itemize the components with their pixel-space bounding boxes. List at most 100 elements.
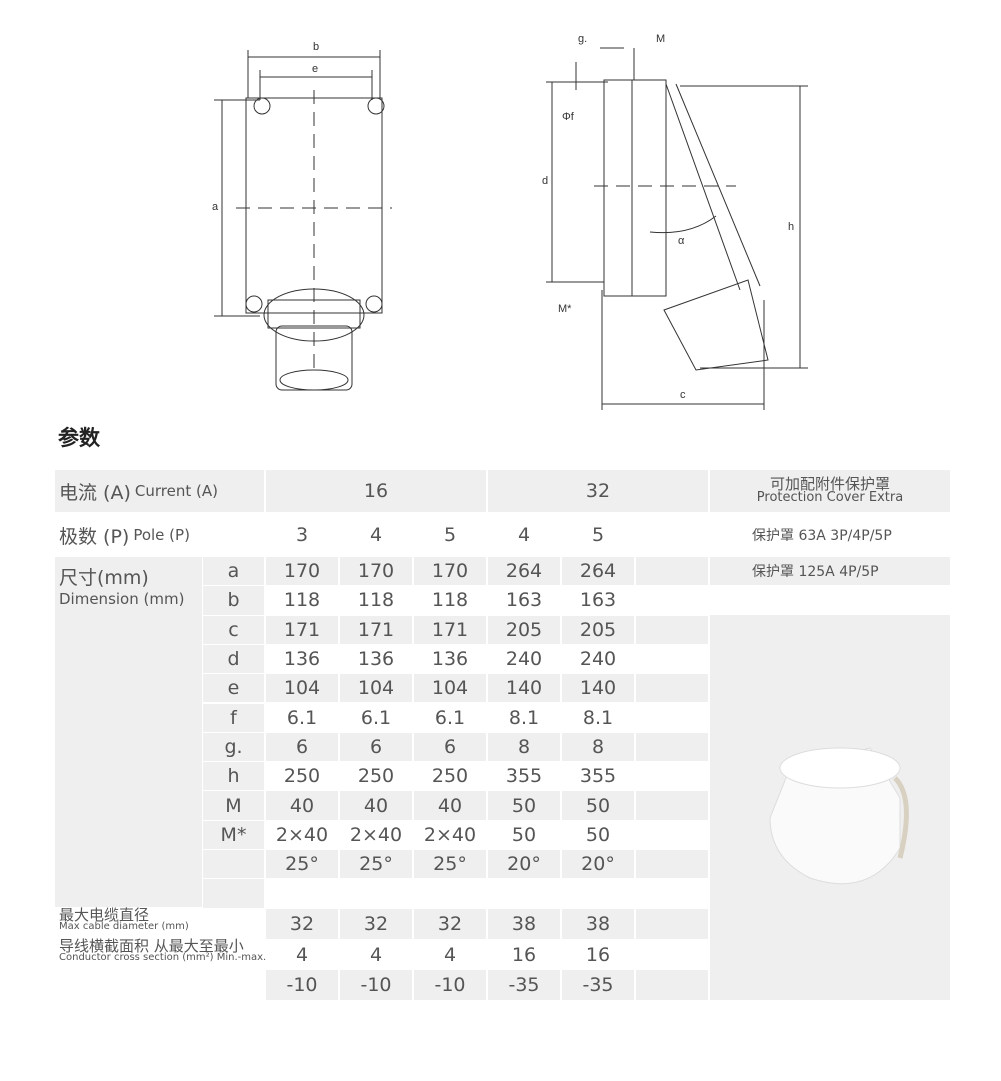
conductor-min-value: -10 — [340, 970, 412, 1000]
cable-empty — [636, 909, 708, 939]
row-key: e — [203, 674, 264, 703]
row-value: 50 — [488, 791, 560, 820]
row-value: 240 — [505, 648, 543, 671]
dimension-en: Dimension (mm) — [59, 590, 185, 608]
row-value — [266, 879, 338, 907]
row-value: 50 — [585, 823, 611, 846]
current-label: 电流 (A)Current (A) — [55, 470, 264, 512]
conductor-cn: 导线横截面积 从最大至最小 — [59, 937, 244, 955]
label-e: e — [312, 63, 318, 75]
row-key: a — [203, 557, 264, 586]
row-value: 50 — [511, 823, 537, 846]
row-value: 25° — [414, 850, 486, 879]
conductor-max-value: 4 — [369, 944, 383, 966]
row-empty — [636, 879, 708, 907]
row-value: 264 — [488, 557, 560, 586]
row-value: 6 — [340, 732, 412, 762]
conductor-max-value: 4 — [443, 944, 457, 966]
section-title: 参数 — [58, 426, 100, 450]
row-key: c — [203, 615, 264, 644]
row-value: 40 — [266, 791, 338, 820]
row-value: 250 — [357, 765, 395, 788]
row-key: g. — [203, 732, 264, 762]
cable-value: 32 — [266, 909, 338, 939]
row-value: 50 — [562, 791, 634, 820]
conductor-max-value: 4 — [295, 944, 309, 966]
row-value: 104 — [266, 674, 338, 703]
pole-value: 5 — [443, 524, 457, 546]
row-value: 136 — [283, 648, 321, 671]
pole-en: Pole (P) — [133, 526, 190, 544]
row-key: M — [203, 791, 264, 820]
pole-value: 5 — [591, 524, 605, 546]
row-value: 136 — [431, 648, 469, 671]
row-value: 8 — [488, 732, 560, 762]
cable-value: 32 — [414, 909, 486, 939]
current-32: 32 — [488, 470, 708, 512]
row-value — [562, 879, 634, 907]
row-value: 8 — [562, 732, 634, 762]
row-empty — [636, 732, 708, 762]
row-key: f — [203, 703, 264, 732]
row-empty — [636, 704, 708, 732]
pole-value: 4 — [517, 524, 531, 546]
cable-cn: 最大电缆直径 — [59, 906, 150, 924]
row-value: 2×40 — [349, 823, 403, 846]
label-a: a — [212, 201, 219, 213]
pole-cn: 极数 (P) — [59, 525, 130, 548]
row-value: 205 — [562, 615, 634, 644]
protection-cover-image — [710, 615, 950, 1000]
row-empty — [636, 586, 708, 614]
label-g: g. — [578, 33, 587, 45]
row-value — [488, 879, 560, 907]
current-16: 16 — [266, 470, 486, 512]
technical-drawing: b e a g. M Φf d h α M* c — [212, 33, 808, 410]
row-key — [203, 879, 264, 908]
row-value: 20° — [562, 850, 634, 879]
row-value: 40 — [340, 791, 412, 820]
row-empty — [636, 674, 708, 703]
row-key: h — [203, 762, 264, 791]
row-empty — [636, 762, 708, 790]
row-value: 355 — [505, 765, 543, 788]
row-value: 140 — [562, 674, 634, 703]
row-value: 8.1 — [508, 706, 540, 729]
row-empty — [636, 850, 708, 879]
row-value: 118 — [283, 589, 321, 612]
row-value: 104 — [340, 674, 412, 703]
conductor-min-value: -10 — [266, 970, 338, 1000]
label-d: d — [542, 175, 548, 187]
row-value: 25° — [266, 850, 338, 879]
label-h: h — [788, 221, 794, 233]
conductor-min-value: -35 — [488, 970, 560, 1000]
row-value: 118 — [357, 589, 395, 612]
cable-en: Max cable diameter (mm) — [59, 921, 189, 932]
row-value: 118 — [431, 589, 469, 612]
accessory-item: 保护罩 125A 4P/5P — [710, 557, 950, 585]
row-value: 136 — [357, 648, 395, 671]
row-value: 25° — [340, 850, 412, 879]
row-value: 205 — [488, 615, 560, 644]
row-value: 6 — [414, 732, 486, 762]
row-value: 240 — [579, 648, 617, 671]
conductor-empty — [636, 970, 708, 1000]
label-mstar: M* — [558, 303, 572, 315]
row-value — [340, 879, 412, 907]
row-value: 6.1 — [434, 706, 466, 729]
row-value: 170 — [414, 557, 486, 586]
label-m: M — [656, 33, 665, 45]
label-c: c — [680, 389, 686, 401]
row-value: 163 — [579, 589, 617, 612]
pole-value: 3 — [295, 524, 309, 546]
row-value: 2×40 — [423, 823, 477, 846]
label-alpha: α — [678, 235, 685, 247]
cable-value: 32 — [340, 909, 412, 939]
row-key: b — [203, 586, 264, 615]
conductor-min-value: -35 — [562, 970, 634, 1000]
pole-label: 极数 (P)Pole (P) — [55, 514, 264, 556]
row-value: 6.1 — [360, 706, 392, 729]
row-value: 171 — [340, 615, 412, 644]
